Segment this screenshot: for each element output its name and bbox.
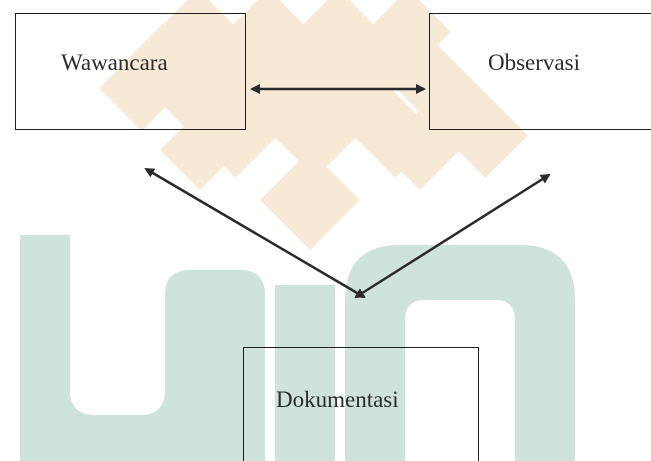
node-dokumentasi-label: Dokumentasi	[276, 387, 399, 412]
arrow-dokumentasi-observasi	[354, 173, 551, 299]
arrow-wawancara-dokumentasi	[144, 167, 366, 299]
node-observasi-box	[429, 13, 651, 130]
node-wawancara-label: Wawancara	[61, 50, 168, 75]
node-wawancara-box	[15, 13, 246, 130]
node-observasi-label: Observasi	[488, 50, 580, 75]
node-dokumentasi-box	[243, 347, 479, 461]
